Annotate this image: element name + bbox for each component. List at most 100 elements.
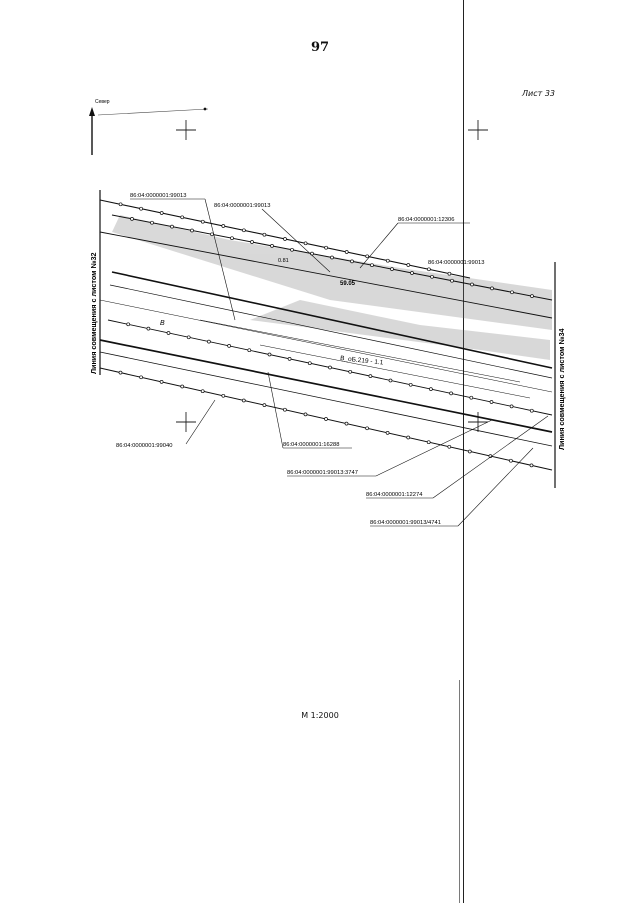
turning-point-marker: [390, 267, 394, 271]
turning-point-marker: [370, 263, 374, 268]
grid-cross-icon: [176, 412, 196, 432]
parcel-label: 86:04:0000001:99040: [116, 399, 216, 449]
turning-point-marker: [118, 370, 123, 375]
turning-point-marker: [406, 435, 411, 440]
north-arrow-label: Север: [95, 99, 110, 105]
turning-point-marker: [427, 267, 431, 272]
turning-point-marker: [429, 387, 433, 391]
turning-point-marker: [242, 228, 246, 233]
turning-point-marker: [250, 240, 254, 244]
turning-point-marker: [467, 449, 472, 454]
turning-point-marker: [186, 335, 191, 340]
turning-point-marker: [529, 408, 534, 413]
turning-point-marker: [267, 352, 272, 357]
grid-cross-icon: [468, 120, 488, 140]
turning-point-marker: [324, 417, 328, 421]
scan-fold-line: [463, 0, 464, 903]
turning-point-marker: [146, 326, 151, 331]
turning-point-marker: [170, 224, 174, 229]
svg-text:86:04:0000001:99040: 86:04:0000001:99040: [116, 443, 172, 449]
turning-point-marker: [510, 290, 514, 295]
turning-point-marker: [408, 382, 413, 387]
turning-point-marker: [447, 444, 452, 449]
road-mark: В_оБ.219 - 1.1: [340, 355, 384, 367]
turning-point-marker: [227, 344, 231, 348]
page-number: 97: [310, 40, 330, 55]
turning-point-marker: [150, 220, 154, 225]
match-line-left-label: Линия совмещения с листом №32: [89, 253, 98, 374]
turning-point-marker: [287, 357, 292, 361]
turning-point-marker: [241, 398, 246, 403]
parcel-label: 86:04:0000001:99013/4741: [370, 447, 534, 527]
turning-point-marker: [509, 404, 514, 409]
turning-point-marker: [247, 348, 252, 353]
scale-label: М 1:2000: [301, 711, 339, 720]
parcel-label: 86:04:0000001:99013: [130, 193, 236, 321]
turning-point-marker: [490, 286, 494, 291]
turning-point-marker: [303, 412, 308, 417]
turning-point-marker: [365, 254, 370, 259]
turning-point-marker: [324, 245, 328, 250]
parcel-label: 86:04:0000001:16288: [267, 371, 352, 449]
grid-cross-icon: [176, 120, 196, 140]
sheet-label: Лист 33: [522, 89, 555, 98]
boundary-line: [99, 299, 553, 393]
svg-text:86:04:0000001:12274: 86:04:0000001:12274: [366, 492, 423, 498]
turning-point-marker: [426, 440, 431, 445]
turning-point-marker: [200, 219, 205, 224]
parcel-label: 86:04:0000001:12274: [366, 415, 549, 499]
turning-point-marker: [365, 426, 369, 431]
turning-point-marker: [348, 369, 353, 374]
turning-point-marker: [470, 282, 474, 287]
svg-text:86:04:0000001:99013/4741: 86:04:0000001:99013/4741: [370, 520, 441, 526]
match-line-right-label: Линия совмещения с листом №34: [557, 329, 566, 450]
turning-point-marker: [410, 271, 414, 275]
turning-point-marker: [368, 374, 373, 378]
turning-point-marker: [469, 395, 474, 400]
turning-point-marker: [388, 378, 393, 383]
turning-point-marker: [385, 431, 390, 435]
turning-point-marker: [139, 206, 143, 211]
boundary-markers: [118, 202, 534, 468]
turning-point-marker: [180, 215, 185, 220]
turning-point-marker: [290, 247, 294, 252]
turning-point-marker: [449, 391, 453, 396]
turning-point-marker: [509, 458, 513, 463]
grid-reference-line: [97, 108, 209, 116]
svg-text:86:04:0000001:16288: 86:04:0000001:16288: [283, 442, 339, 448]
turning-point-marker: [406, 263, 411, 267]
boundary-letter: В: [160, 320, 165, 327]
turning-point-marker: [529, 463, 534, 468]
boundary-line: [99, 351, 553, 447]
turning-point-marker: [200, 389, 205, 394]
boundary-line: [259, 344, 531, 399]
elevation-mark: 59.05: [340, 281, 356, 287]
turning-point-marker: [180, 384, 185, 389]
scan-fold-line-2: [459, 680, 460, 903]
turning-point-marker: [207, 339, 211, 344]
elevation-mark: 0.81: [278, 258, 289, 264]
turning-point-marker: [344, 250, 349, 254]
turning-point-marker: [230, 236, 234, 241]
turning-point-marker: [130, 217, 134, 221]
turning-point-marker: [166, 331, 171, 335]
turning-point-marker: [489, 400, 494, 404]
turning-point-marker: [283, 237, 287, 241]
boundary-line: [109, 284, 553, 379]
turning-point-marker: [303, 241, 308, 246]
svg-text:86:04:0000001:99013:3747: 86:04:0000001:99013:3747: [287, 470, 358, 476]
turning-point-marker: [283, 407, 287, 412]
turning-point-marker: [307, 361, 312, 366]
turning-point-marker: [221, 224, 226, 228]
turning-point-marker: [350, 259, 354, 264]
svg-text:86:04:0000001:99013: 86:04:0000001:99013: [428, 260, 484, 266]
parcel-label: 86:04:0000001:12306: [359, 217, 470, 269]
parcel-label: 86:04:0000001:99013: [428, 260, 484, 266]
turning-point-marker: [530, 294, 534, 298]
svg-text:86:04:0000001:12306: 86:04:0000001:12306: [398, 217, 454, 223]
turning-point-marker: [190, 228, 194, 233]
turning-point-marker: [210, 232, 214, 237]
turning-point-marker: [139, 375, 143, 380]
